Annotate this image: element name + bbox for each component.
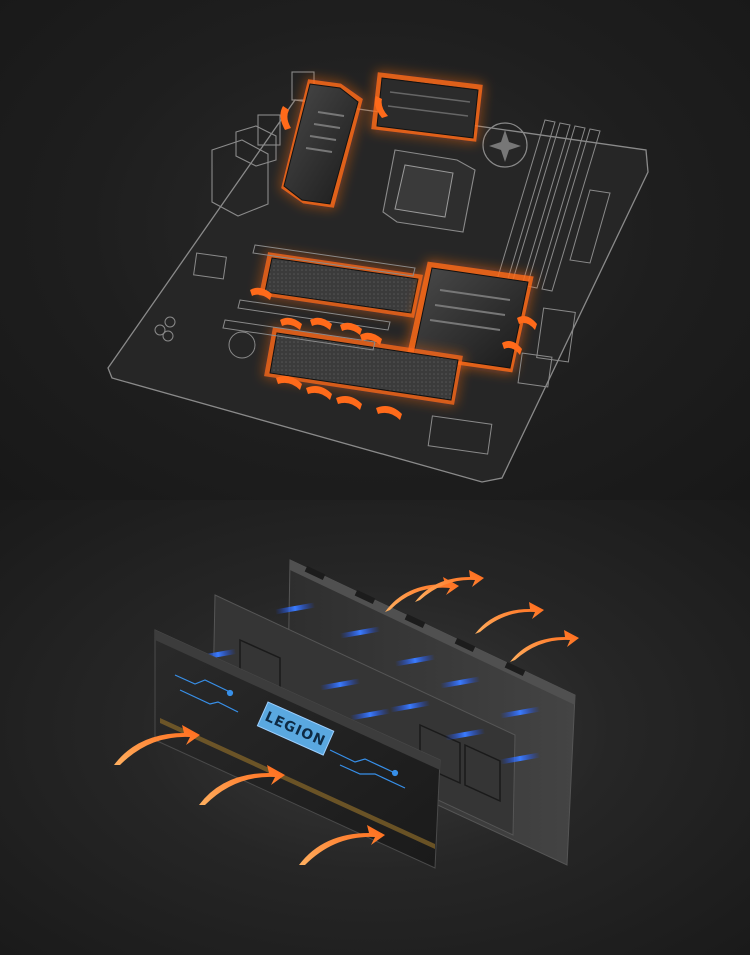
cpu-socket (382, 149, 476, 233)
ram-panel: LEGION (0, 500, 750, 955)
m2-heatsink-2 (264, 327, 463, 405)
fan-logo-icon (482, 122, 528, 168)
ram-module-front (154, 629, 441, 869)
chipset-heatsink (406, 261, 534, 373)
airflow-streaks-blue (199, 602, 541, 765)
board-components (154, 189, 611, 455)
vrm-heatsink-left (281, 79, 363, 208)
airflow-arrows-orange (250, 96, 537, 420)
airflow-arrows-warm (114, 570, 579, 865)
motherboard-illustration (107, 71, 649, 483)
pcie-slots (222, 244, 416, 351)
motherboard-panel (0, 0, 750, 500)
ram-illustration: LEGION (114, 559, 579, 869)
vrm-heatsink-top (371, 72, 483, 142)
